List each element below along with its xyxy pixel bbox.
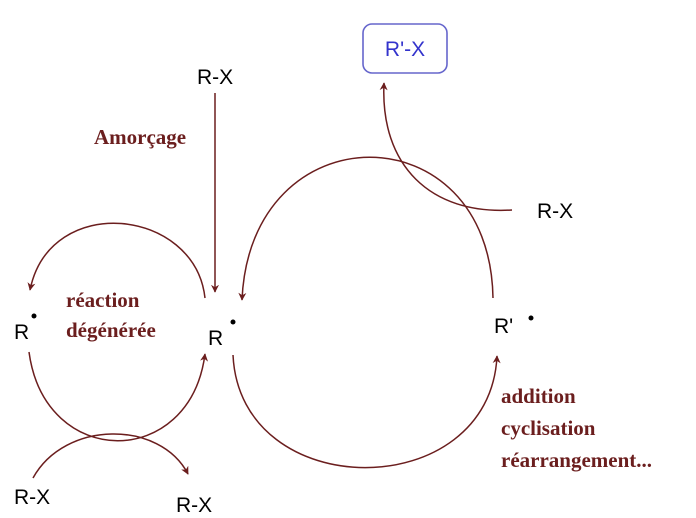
radical-dot-prime [528, 315, 534, 321]
degenerate-bottom-arrow [28, 351, 209, 442]
step-rearrangement: réarrangement... [501, 448, 652, 472]
radical-dot-left [31, 313, 37, 319]
radical-r-prime: R' [494, 315, 513, 338]
amorcage-label: Amorçage [94, 125, 186, 149]
addition-arrow [232, 354, 501, 469]
radical-r-center: R [208, 327, 223, 350]
rx-transfer-label: R-X [537, 200, 573, 223]
radical-dot-center [230, 319, 236, 325]
step-addition: addition [501, 384, 576, 408]
step-cyclisation: cyclisation [501, 416, 596, 440]
reaction-label-line1: réaction [66, 288, 140, 312]
product-label: R'-X [385, 38, 425, 61]
transfer-arrow [238, 156, 494, 301]
product-box [362, 23, 448, 74]
radical-r-left: R [14, 321, 29, 344]
rx-initiator-label: R-X [197, 66, 233, 89]
product-arrow [379, 82, 513, 212]
rx-bottom-left-label: R-X [14, 486, 50, 509]
reaction-label-line2: dégénérée [66, 318, 156, 342]
rx-exchange-arrow [32, 433, 189, 479]
rx-bottom-center-label: R-X [176, 494, 212, 517]
degenerate-top-arrow [27, 222, 206, 299]
